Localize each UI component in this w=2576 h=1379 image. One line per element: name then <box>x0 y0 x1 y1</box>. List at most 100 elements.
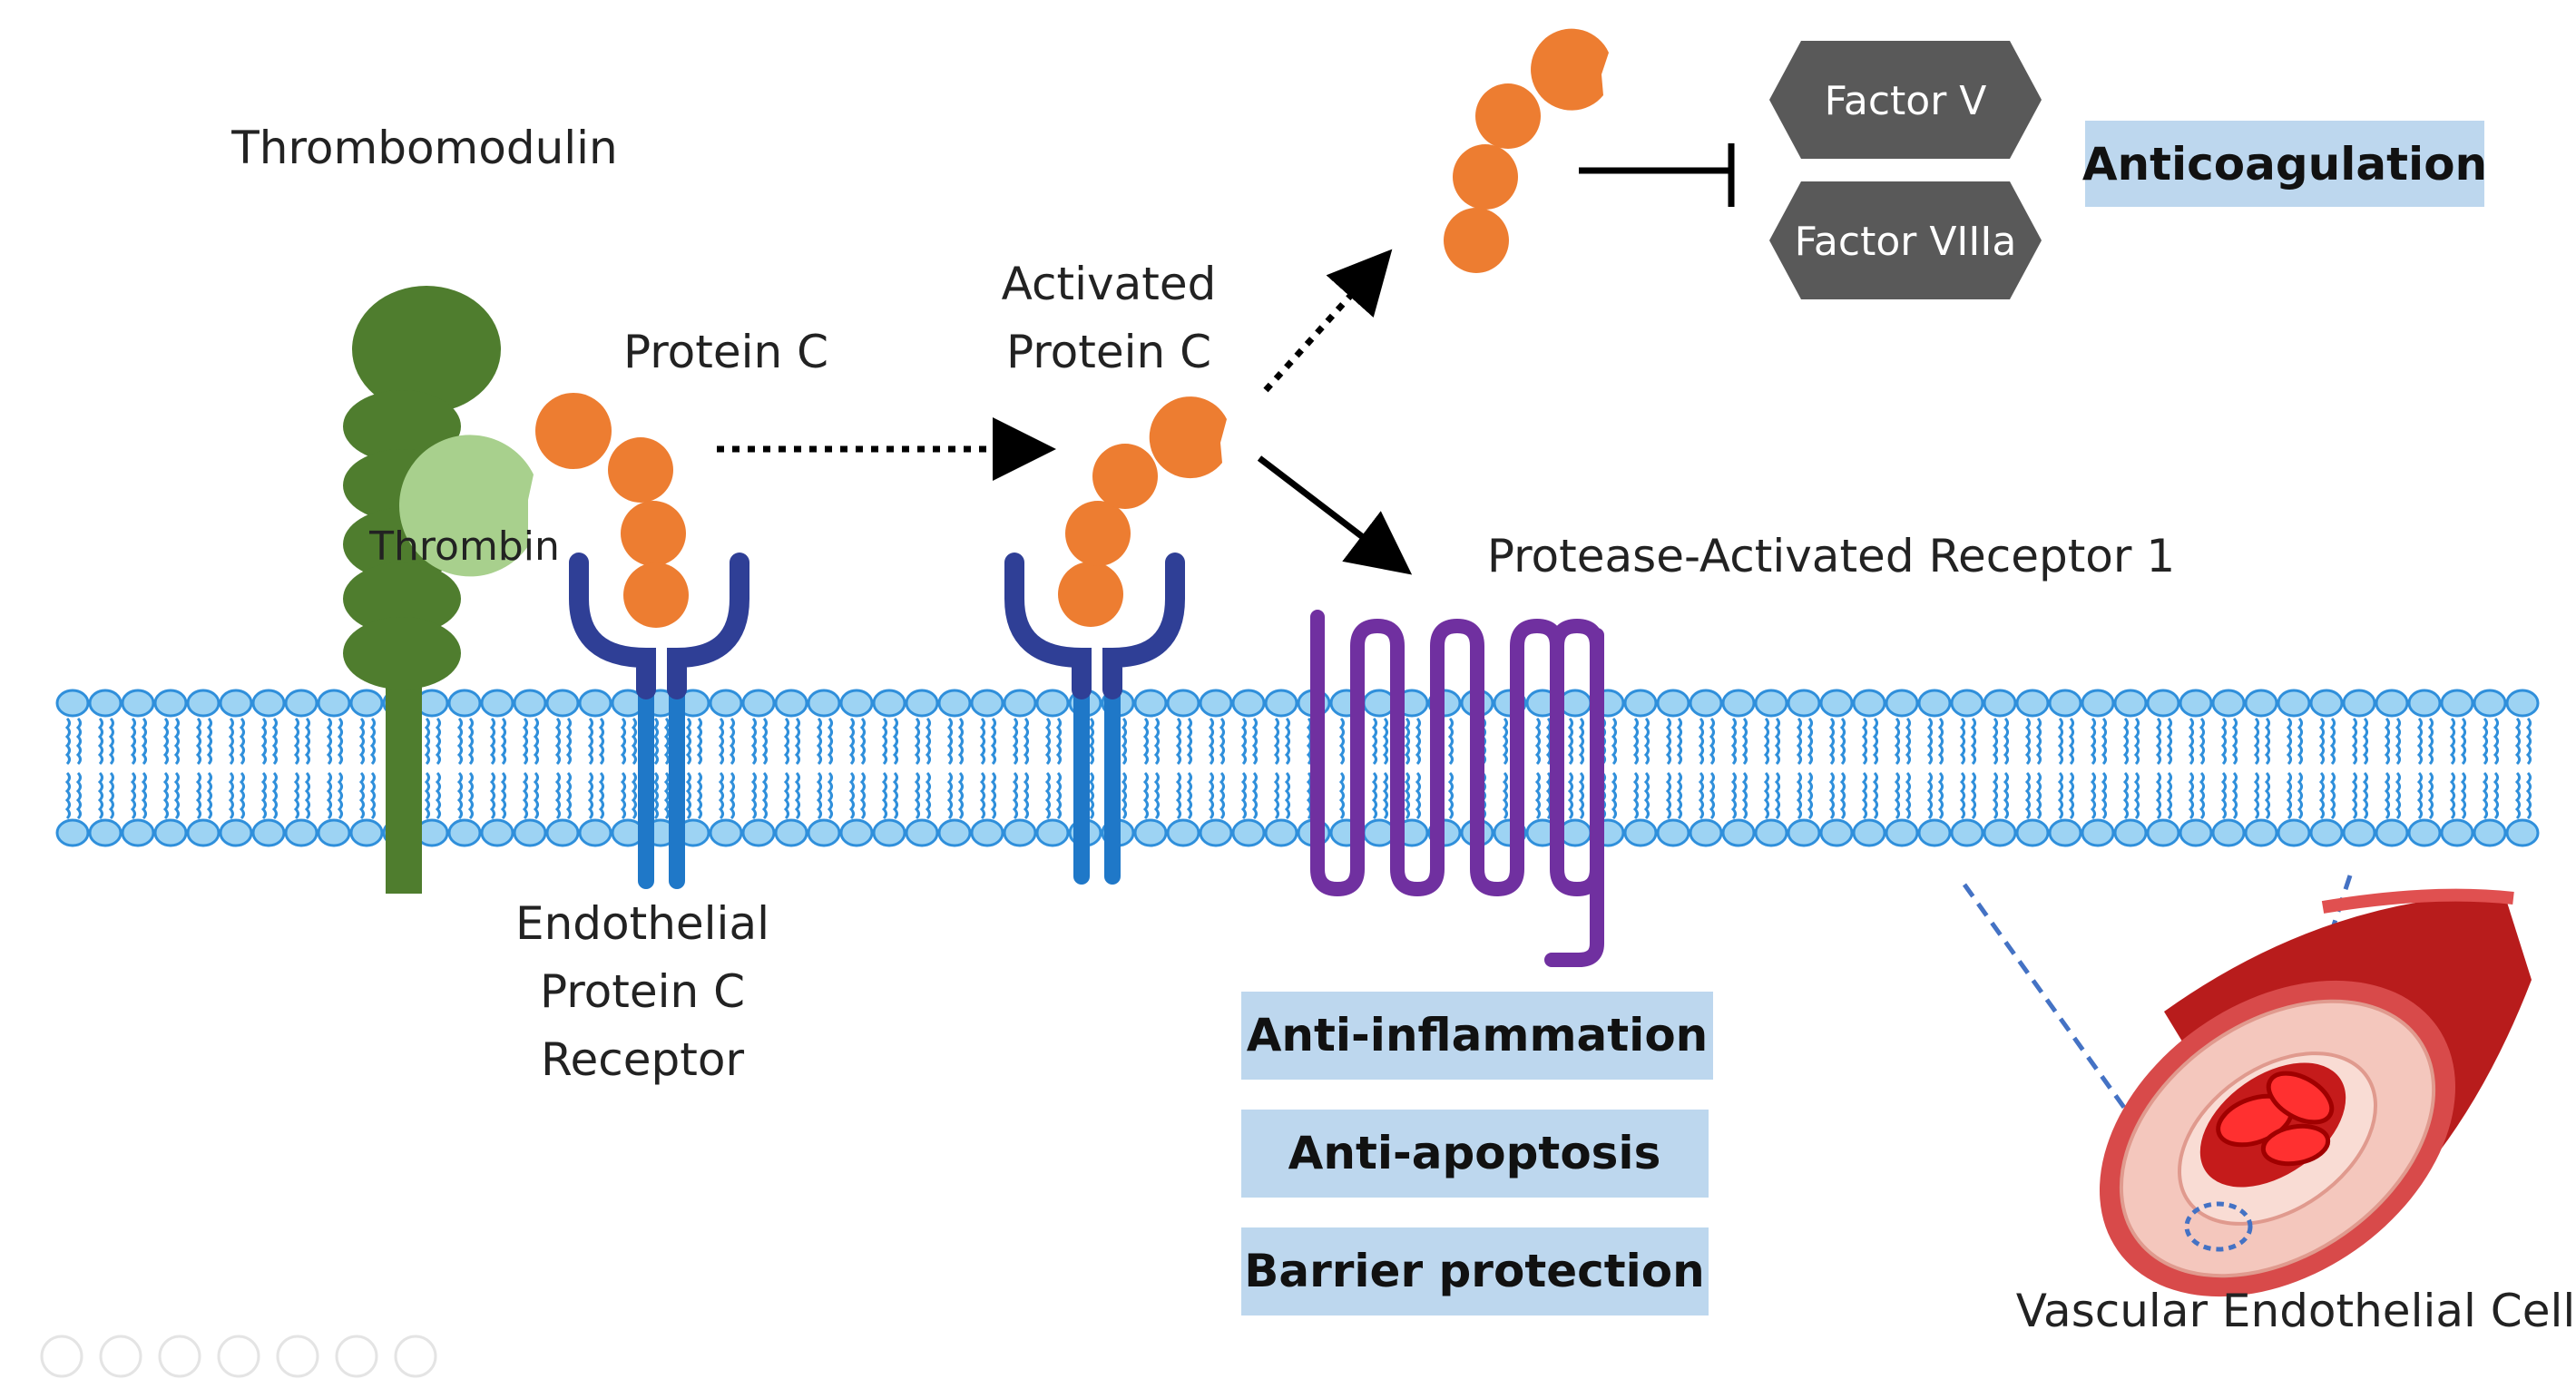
lipid-tail <box>2384 771 2390 820</box>
lipid-tail <box>75 771 82 820</box>
lipid-tail <box>2122 717 2129 766</box>
lipid-head <box>2048 689 2082 718</box>
lipid-tail <box>1371 771 1377 820</box>
lipid-tail <box>1153 771 1160 820</box>
grid-icon[interactable] <box>335 1335 378 1378</box>
lipid-tail <box>206 771 212 820</box>
lipid-tail <box>2525 771 2532 820</box>
lipid-tail <box>1175 717 1181 766</box>
lipid-head <box>2473 818 2507 847</box>
lipid-tail <box>1240 771 1247 820</box>
lipid-head <box>186 818 220 847</box>
copy-icon[interactable] <box>158 1335 201 1378</box>
lipid-tail <box>1044 771 1051 820</box>
lipid-tail <box>2220 717 2227 766</box>
lipid-tail <box>1861 717 1867 766</box>
lipid-tail <box>1741 717 1748 766</box>
lipid-tail <box>1828 717 1835 766</box>
lipid-tail <box>1763 771 1769 820</box>
lipid-tail <box>1730 717 1737 766</box>
lipid-tail <box>1023 771 1029 820</box>
zoom-icon[interactable] <box>217 1335 260 1378</box>
lipid-tail <box>533 771 539 820</box>
lipid-tail <box>1023 717 1029 766</box>
lipid-tail <box>1534 717 1541 766</box>
lipid-head <box>1787 818 1821 847</box>
lipid-head <box>1003 689 1037 718</box>
lipid-tail <box>1992 717 1998 766</box>
lipid-tail <box>1055 717 1062 766</box>
lipid-head <box>1754 818 1788 847</box>
lipid-tail <box>2199 717 2205 766</box>
thrombomodulin-label: Thrombomodulin <box>230 122 618 174</box>
lipid-head <box>1362 689 1396 718</box>
lipid-tail <box>1992 771 1998 820</box>
factor-viiia: Factor VIIIa <box>1769 181 2042 299</box>
lipid-head <box>2081 818 2115 847</box>
lipid-tail <box>358 717 365 766</box>
lipid-head <box>545 818 580 847</box>
lipid-tail <box>2231 771 2238 820</box>
lipid-tail <box>848 771 855 820</box>
slides-icon[interactable] <box>276 1335 319 1378</box>
lipid-head <box>1852 818 1886 847</box>
lipid-head <box>153 689 188 718</box>
play-icon[interactable] <box>40 1335 83 1378</box>
lipid-head <box>741 818 776 847</box>
lipid-tail <box>1153 717 1160 766</box>
epcr-receptor-middle <box>1004 553 1185 885</box>
lipid-tail <box>696 717 702 766</box>
lipid-tail <box>1730 771 1737 820</box>
lipid-tail <box>1382 771 1388 820</box>
lipid-tail <box>108 771 114 820</box>
lipid-head <box>2407 689 2442 718</box>
lipid-head <box>480 818 514 847</box>
lipid-tail <box>1338 771 1345 820</box>
lipid-tail <box>2427 717 2434 766</box>
factor-v-label: Factor V <box>1825 78 1987 124</box>
lipid-tail <box>957 771 964 820</box>
lipid-head <box>1721 689 1756 718</box>
lipid-tail <box>500 717 506 766</box>
inhibition-symbol <box>1579 143 1735 207</box>
lipid-tail <box>2188 717 2194 766</box>
lipid-head <box>2244 689 2278 718</box>
lipid-tail <box>794 771 800 820</box>
lipid-head <box>1950 689 1984 718</box>
lipid-tail <box>2329 771 2336 820</box>
lipid-head <box>55 818 90 847</box>
lipid-tail <box>2057 717 2063 766</box>
lipid-tail <box>2362 717 2368 766</box>
par1-activation-arrow <box>1257 455 1413 575</box>
lipid-tail <box>2351 771 2357 820</box>
lipid-tail <box>881 717 887 766</box>
lipid-tail <box>293 717 299 766</box>
protein-c-label: Protein C <box>623 326 828 378</box>
blood-vessel-illustration <box>1962 875 2532 1297</box>
edit-icon[interactable] <box>99 1335 142 1378</box>
lipid-head <box>807 689 841 718</box>
lipid-tail <box>2384 717 2390 766</box>
lipid-tail <box>1763 717 1769 766</box>
lipid-tail <box>304 717 310 766</box>
lipid-tail <box>2493 717 2499 766</box>
lipid-tail <box>533 717 539 766</box>
lipid-tail <box>2166 771 2172 820</box>
lipid-tail <box>456 717 463 766</box>
thrombomodulin <box>343 286 501 894</box>
lipid-tail <box>2101 771 2107 820</box>
lipid-tail <box>271 717 278 766</box>
lipid-tail <box>1284 717 1290 766</box>
lipid-tail <box>2231 717 2238 766</box>
lipid-tail <box>195 771 201 820</box>
more-icon[interactable] <box>394 1335 437 1378</box>
lipid-tail <box>1632 717 1639 766</box>
free-activated-protein-c <box>1444 28 1609 273</box>
lipid-tail <box>1774 771 1780 820</box>
lipid-tail <box>1186 771 1192 820</box>
lipid-head <box>578 689 612 718</box>
release-arrow <box>1263 249 1393 393</box>
lipid-tail <box>729 771 735 820</box>
lipid-tail <box>1142 771 1149 820</box>
lipid-tail <box>2253 717 2259 766</box>
